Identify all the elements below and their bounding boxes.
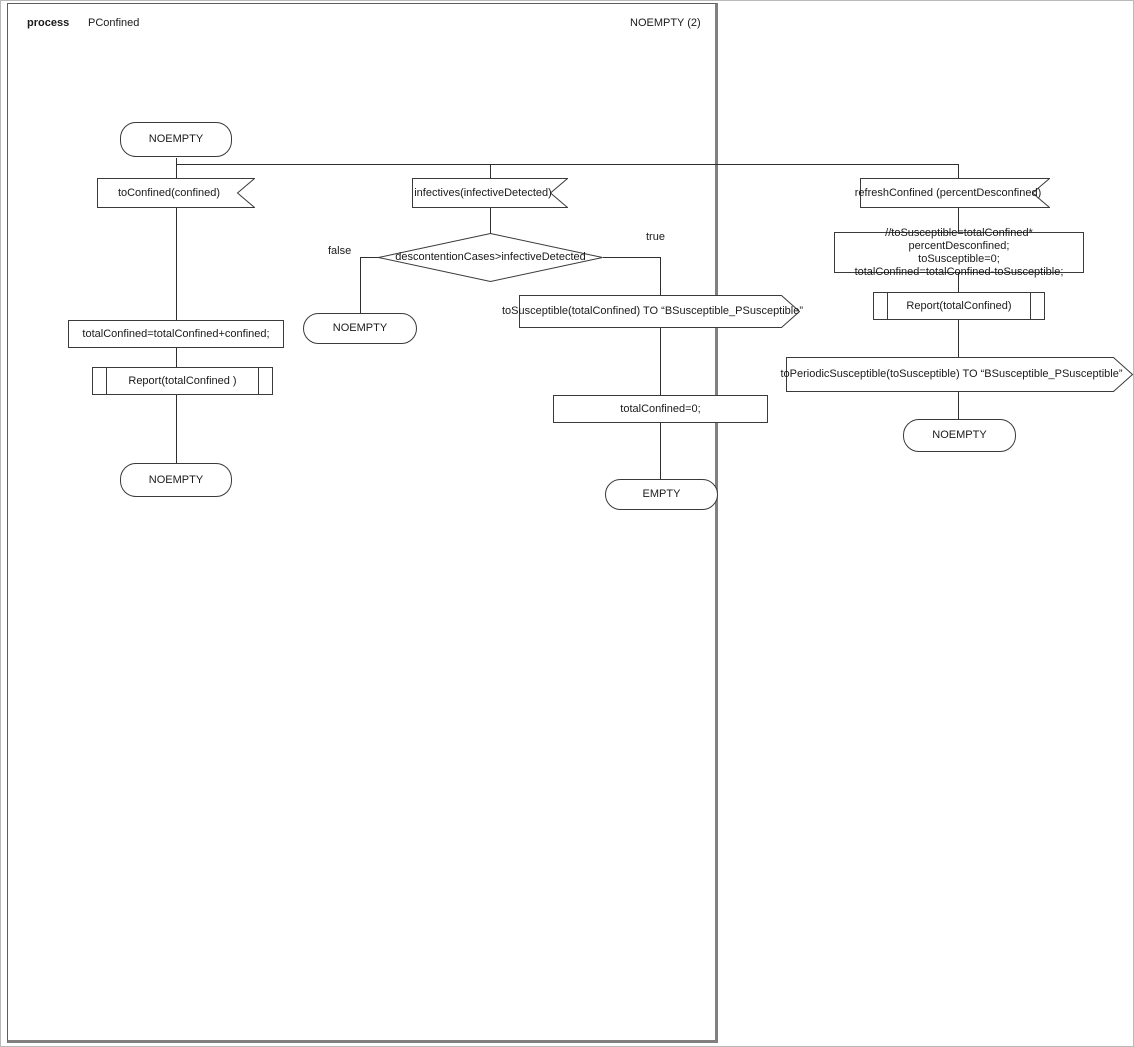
state-noempty-right-end[interactable]: NOEMPTY xyxy=(903,419,1016,452)
input-signal-shape xyxy=(860,178,1050,208)
connector-output-task-middle xyxy=(660,328,661,396)
state-noempty-start[interactable]: NOEMPTY xyxy=(120,122,232,157)
task-reset-confined[interactable]: totalConfined=0; xyxy=(553,395,768,423)
connector-refresh-task xyxy=(958,208,959,233)
input-signal-infectives[interactable]: infectives(infectiveDetected) xyxy=(412,178,568,208)
procedure-side-bars xyxy=(887,293,1031,319)
connector-start-drop xyxy=(176,158,177,179)
connector-true-vertical xyxy=(660,257,661,296)
decision-descontention[interactable]: descontentionCases>infectiveDetected xyxy=(378,233,603,282)
procedure-side-bars xyxy=(106,368,259,394)
page-state-reference: NOEMPTY (2) xyxy=(630,17,701,29)
output-signal-tosusceptible[interactable]: toSusceptible(totalConfined) TO “BSuscep… xyxy=(502,295,803,328)
state-label: EMPTY xyxy=(642,488,681,500)
connector-true-horizontal xyxy=(603,257,661,258)
decision-true-label: true xyxy=(646,231,665,243)
task-line-3: totalConfined=totalConfined-toSusceptibl… xyxy=(854,265,1064,278)
process-name: PConfined xyxy=(88,17,140,29)
task-line-1: //toSusceptible=totalConfined* percentDe… xyxy=(885,226,1033,252)
state-label: NOEMPTY xyxy=(148,133,204,145)
state-label: NOEMPTY xyxy=(332,322,388,334)
task-label: totalConfined=0; xyxy=(620,402,701,415)
process-kind-label: process xyxy=(27,17,70,29)
output-signal-label: toSusceptible(totalConfined) TO “BSuscep… xyxy=(501,305,804,317)
input-signal-label: toConfined(confined) xyxy=(117,186,221,199)
connector-task-report-left xyxy=(176,348,177,368)
task-refresh-computation[interactable]: //toSusceptible=totalConfined* percentDe… xyxy=(834,227,1084,278)
output-signal-shape xyxy=(519,295,800,328)
state-label: NOEMPTY xyxy=(932,429,987,441)
connector-report-state-left xyxy=(176,394,177,464)
input-signal-shape xyxy=(412,178,568,208)
state-label: NOEMPTY xyxy=(148,473,204,486)
connector-top-bus xyxy=(176,164,959,165)
output-signal-toperiodicsusceptible[interactable]: toPeriodicSusceptible(toSusceptible) TO … xyxy=(781,357,1133,392)
decision-condition: descontentionCases>infectiveDetected xyxy=(395,251,586,263)
connector-toconfined-task xyxy=(176,207,177,321)
output-signal-shape xyxy=(786,357,1133,392)
state-empty-middle-end[interactable]: EMPTY xyxy=(605,479,718,510)
process-frame xyxy=(7,3,718,1043)
input-signal-label: infectives(infectiveDetected) xyxy=(414,186,552,199)
procedure-label: Report(totalConfined) xyxy=(906,299,1012,312)
input-signal-refreshconfined[interactable]: refreshConfined (percentDesconfined) xyxy=(855,178,1050,208)
connector-false-horizontal xyxy=(360,257,379,258)
procedure-report-right[interactable]: Report(totalConfined) xyxy=(873,292,1045,320)
decision-false-label: false xyxy=(328,245,352,257)
connector-infectives-decision xyxy=(490,208,491,234)
procedure-label: Report(totalConfined ) xyxy=(128,374,237,387)
state-noempty-left-end[interactable]: NOEMPTY xyxy=(120,463,232,497)
procedure-report-left[interactable]: Report(totalConfined ) xyxy=(92,367,273,395)
state-noempty-false-branch[interactable]: NOEMPTY xyxy=(303,313,417,344)
decision-shape xyxy=(378,233,603,282)
input-signal-shape xyxy=(97,178,255,208)
connector-bus-to-infectives xyxy=(490,164,491,179)
task-add-confined[interactable]: totalConfined=totalConfined+confined; xyxy=(68,320,284,348)
input-signal-label: refreshConfined (percentDesconfined) xyxy=(854,186,1042,199)
connector-false-vertical xyxy=(360,257,361,314)
connector-report-output-right xyxy=(958,320,959,358)
task-label: totalConfined=totalConfined+confined; xyxy=(82,327,270,340)
input-signal-toconfined[interactable]: toConfined(confined) xyxy=(97,178,255,208)
connector-output-state-right xyxy=(958,392,959,419)
connector-task-empty-middle xyxy=(660,423,661,480)
connector-task-report-right xyxy=(958,273,959,293)
task-line-2: toSusceptible=0; xyxy=(918,252,1000,265)
connector-bus-to-refresh xyxy=(958,164,959,179)
output-signal-label: toPeriodicSusceptible(toSusceptible) TO … xyxy=(780,368,1123,380)
